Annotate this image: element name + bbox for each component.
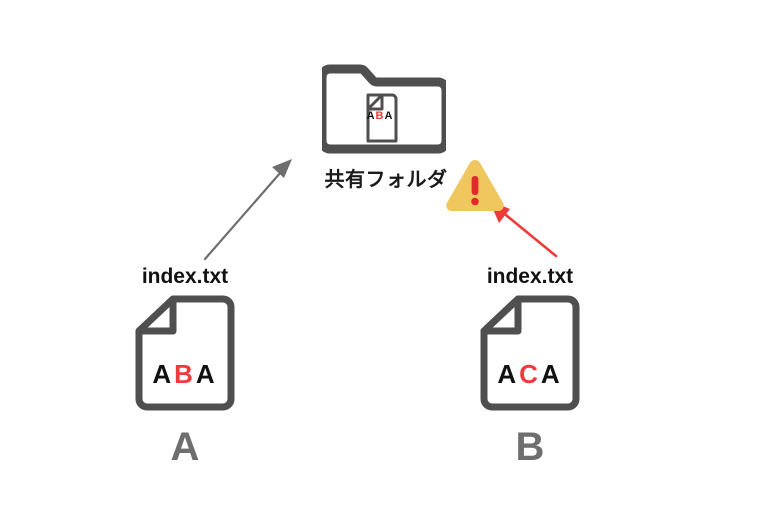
shared-folder-label: 共有フォルダ [324, 169, 448, 191]
document-a-owner-label: A [170, 425, 200, 469]
document-node-b: index.txt ACA B [455, 265, 605, 467]
document-b-filename: index.txt [486, 265, 574, 288]
shared-folder-icon [322, 64, 446, 154]
folder-doc-letter-left: A [366, 110, 376, 122]
document-b-letter-left: A [497, 359, 520, 389]
folder-doc-letter-middle: B [375, 110, 385, 122]
shared-folder-node [322, 55, 446, 155]
shared-folder-doc-letters: ABA [355, 110, 405, 122]
document-b-letter-right: A [540, 359, 563, 389]
document-a-filename: index.txt [141, 265, 229, 288]
document-a-letter-middle: B [174, 359, 196, 389]
document-node-a: index.txt ABA A [110, 265, 260, 467]
document-a-letters: ABA [110, 359, 260, 390]
document-icon [135, 295, 235, 411]
document-b-letters: ACA [455, 359, 605, 390]
gray-upload-arrow [203, 159, 292, 261]
document-a-letter-left: A [152, 359, 175, 389]
document-b-owner-label: B [515, 425, 545, 469]
document-icon [480, 295, 580, 411]
document-a-letter-right: A [195, 359, 218, 389]
warning-badge [444, 157, 506, 213]
document-a-icon-wrap: ABA [110, 293, 260, 413]
document-b-letter-middle: C [519, 359, 541, 389]
document-b-icon-wrap: ACA [455, 293, 605, 413]
folder-doc-letter-right: A [384, 110, 394, 122]
warning-triangle-icon [446, 160, 504, 212]
